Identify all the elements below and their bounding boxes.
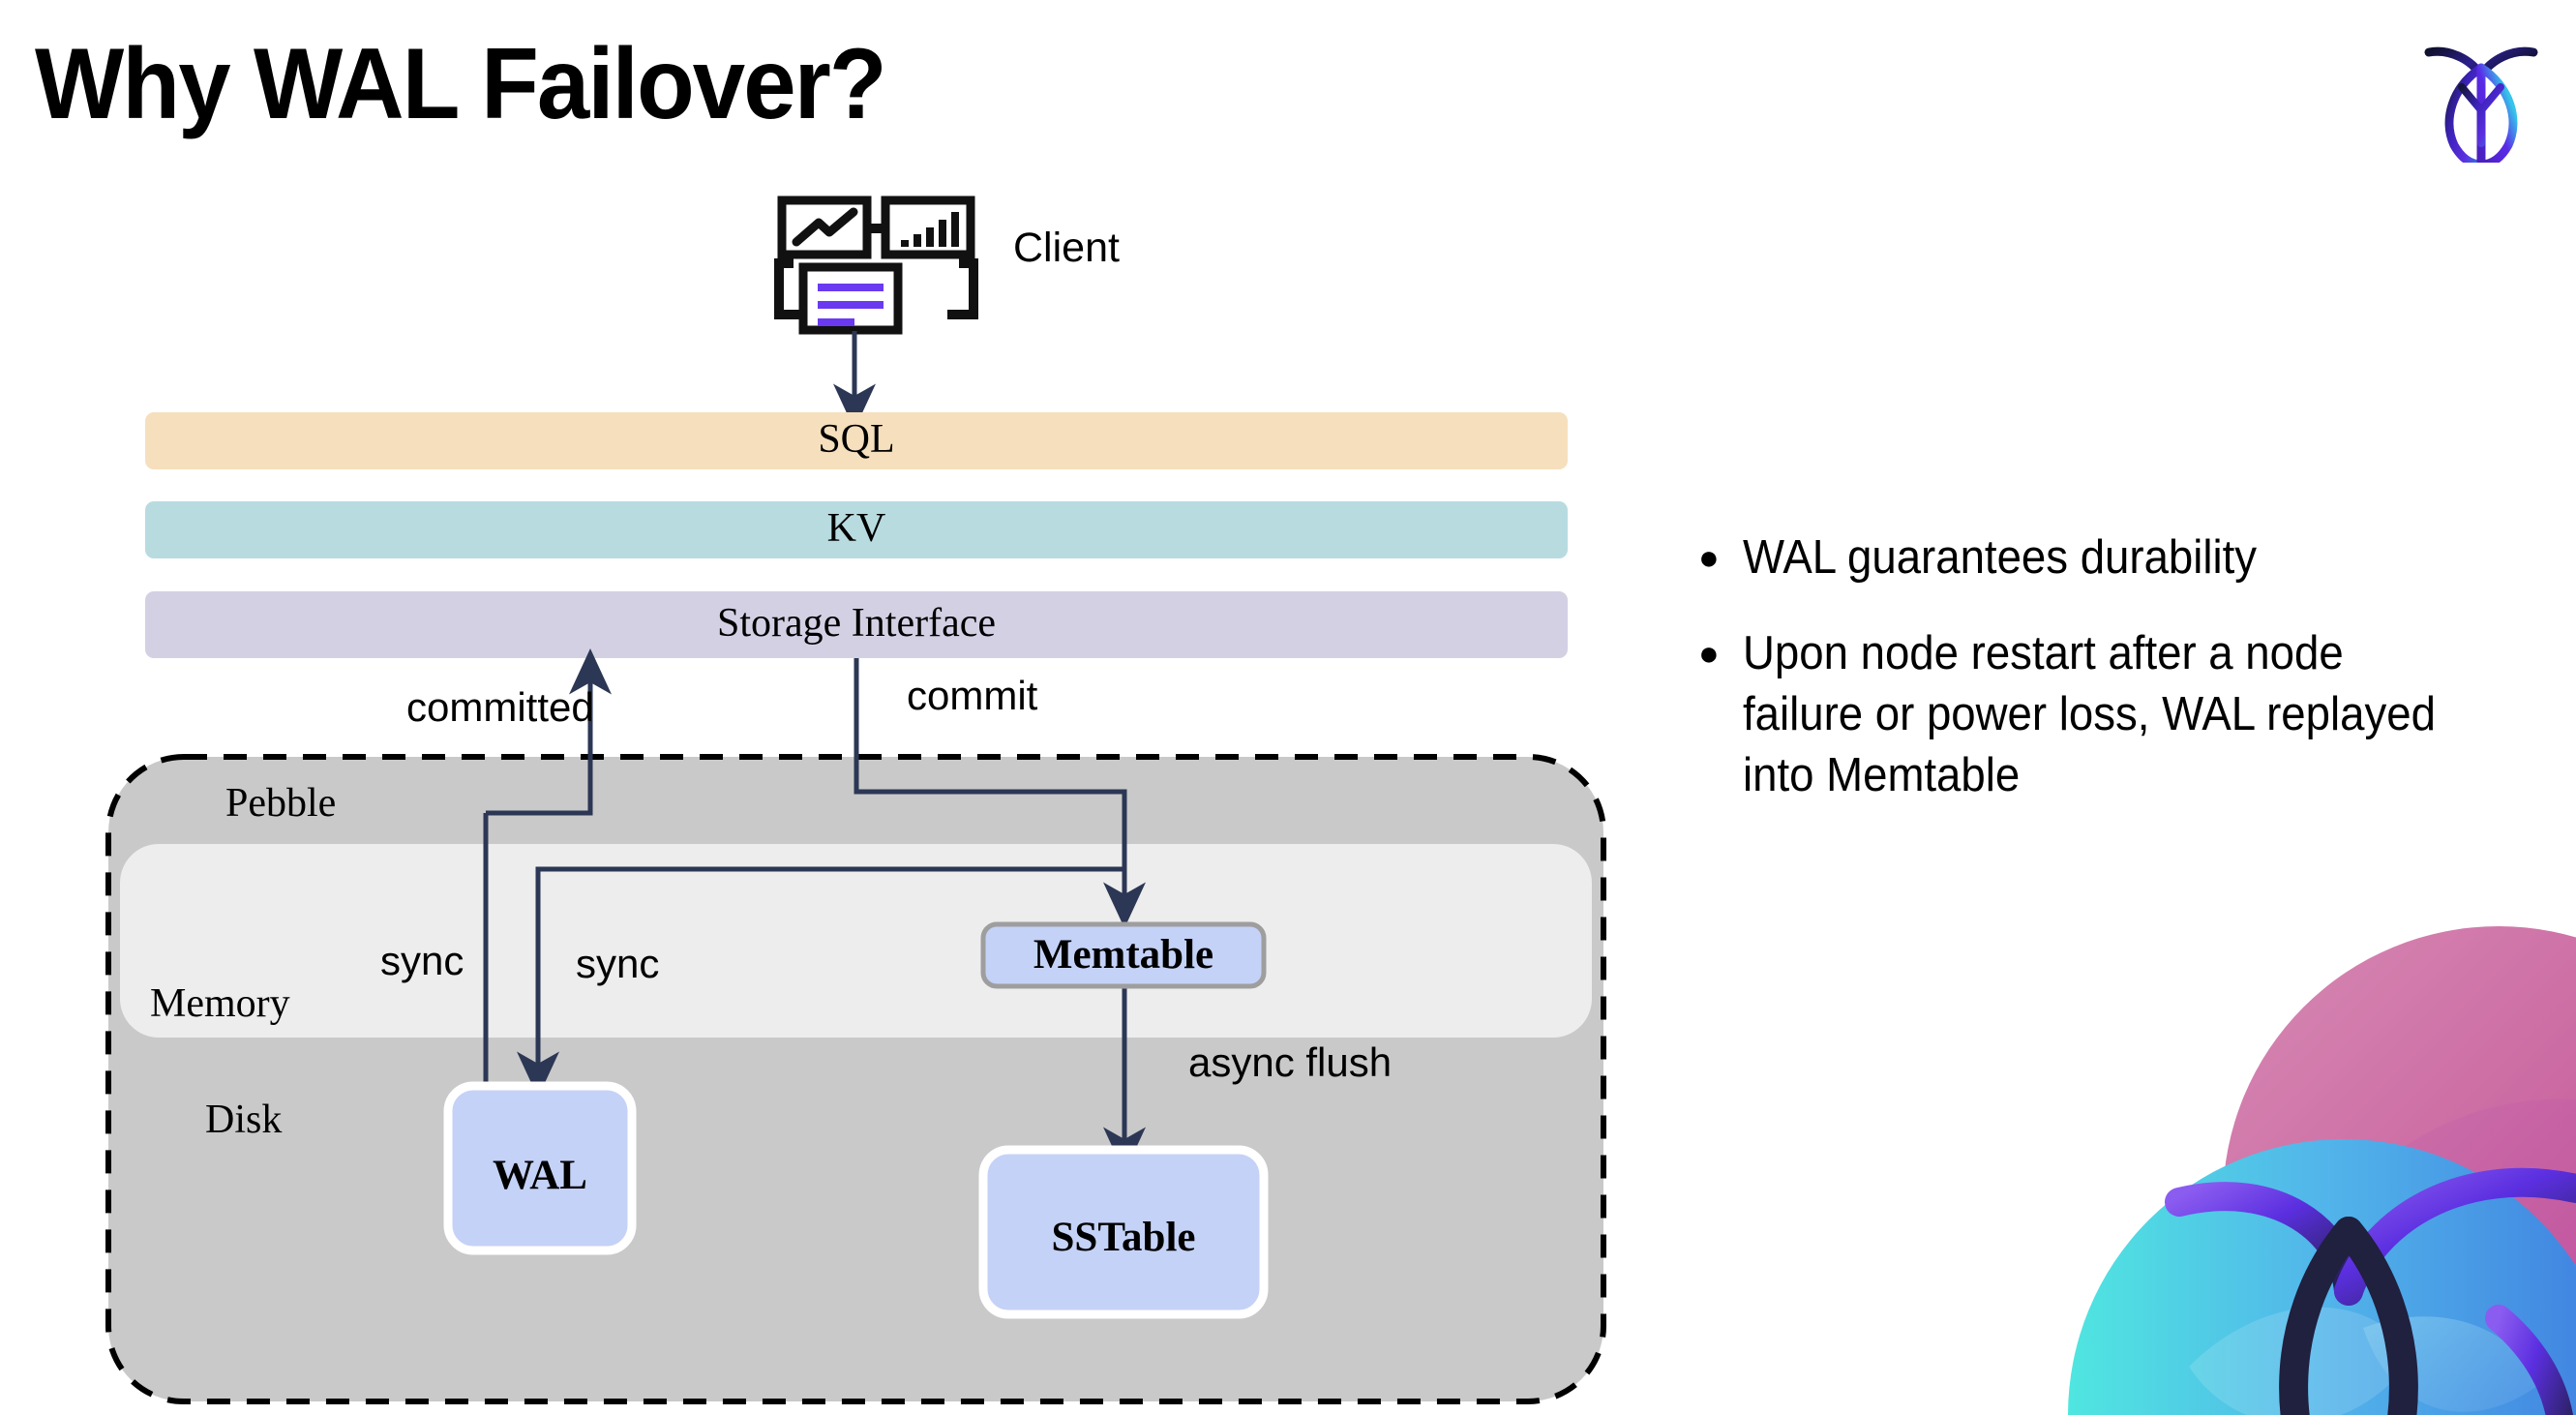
layer-bar-kv: KV	[145, 501, 1568, 558]
page-title: Why WAL Failover?	[35, 28, 887, 140]
bullet-marker-icon: ●	[1698, 537, 1720, 577]
layer-bar-sql: SQL	[145, 412, 1568, 469]
client-devices-icon	[774, 196, 978, 335]
bullet-marker-icon: ●	[1698, 633, 1720, 673]
disk-label: Disk	[205, 1098, 282, 1142]
pebble-label: Pebble	[225, 781, 336, 826]
edge-label-sync-left: sync	[380, 938, 464, 983]
node-label-wal: WAL	[493, 1153, 587, 1198]
bullet-list: ● WAL guarantees durability ● Upon node …	[1698, 527, 2531, 841]
edge-label-sync-right: sync	[576, 941, 659, 986]
cockroach-watermark-icon	[2068, 926, 2576, 1415]
edge-commit	[854, 658, 1146, 929]
bullet-text: WAL guarantees durability	[1743, 531, 2258, 584]
node-label-memtable: Memtable	[1033, 932, 1213, 978]
architecture-diagram: Client SQL KV Storage Interface Pebble M…	[105, 196, 1606, 1404]
edge-label-commit: commit	[907, 673, 1038, 718]
memory-label: Memory	[150, 981, 290, 1026]
node-label-sstable: SSTable	[1051, 1215, 1195, 1260]
cockroach-logo-icon	[2424, 46, 2538, 163]
bullet-text: Upon node restart after a node failure o…	[1743, 627, 2436, 801]
edge-sync-right	[517, 866, 1124, 1099]
layer-label-kv: KV	[827, 506, 886, 551]
layer-label-storage-interface: Storage Interface	[717, 601, 996, 646]
edge-committed	[486, 647, 612, 816]
node-memtable[interactable]: Memtable	[980, 921, 1267, 989]
node-sstable[interactable]: SSTable	[978, 1145, 1269, 1319]
client-label: Client	[1013, 225, 1120, 271]
node-wal[interactable]: WAL	[443, 1081, 637, 1255]
layer-bar-storage-interface: Storage Interface	[145, 591, 1568, 658]
layer-label-sql: SQL	[818, 417, 894, 462]
list-item: ● Upon node restart after a node failure…	[1698, 623, 2531, 806]
edge-label-committed: committed	[406, 684, 594, 730]
pebble-memory-region	[120, 844, 1592, 1038]
edge-label-async-flush: async flush	[1188, 1039, 1392, 1085]
list-item: ● WAL guarantees durability	[1698, 527, 2531, 588]
